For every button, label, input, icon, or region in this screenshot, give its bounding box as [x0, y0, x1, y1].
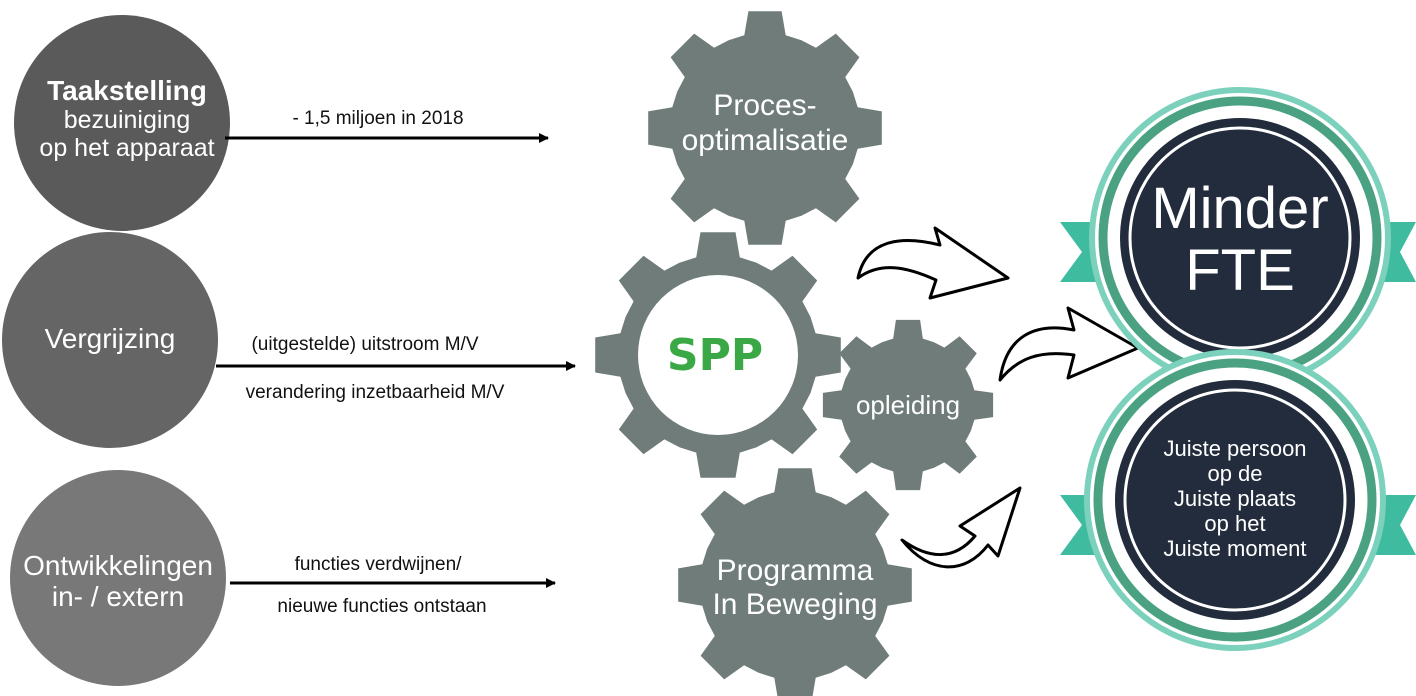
arrow-label-vergrijzing-2: verandering inzetbaarheid M/V	[246, 382, 505, 403]
curved-arrow-bottom	[900, 486, 1022, 569]
input-title-taakstelling: Taakstelling	[47, 75, 207, 106]
input-line-taakstelling-1: bezuiniging	[64, 106, 191, 134]
badge-line-4: op het	[1204, 511, 1265, 536]
arrow-label-ontwikkelingen-1: functies verdwijnen/	[295, 554, 463, 575]
input-line-taakstelling-2: op het apparaat	[39, 134, 214, 162]
gear-center-hole	[638, 275, 798, 435]
curved-arrow-top	[856, 226, 1010, 300]
arrow-taakstelling: - 1,5 miljoen in 2018	[225, 108, 549, 143]
spp-label: SPP	[667, 330, 763, 381]
gear-programma: Programma In Beweging	[678, 468, 912, 696]
input-title-vergrijzing: Vergrijzing	[45, 323, 176, 354]
gear-top-label-1: Proces-	[713, 89, 816, 122]
arrow-vergrijzing: (uitgestelde) uitstroom M/V verandering …	[216, 334, 576, 403]
input-circle-taakstelling	[14, 15, 230, 231]
gear-bottom-shape	[678, 468, 912, 696]
gear-spp: SPP	[595, 232, 841, 478]
gear-small-label: opleiding	[856, 390, 960, 420]
gear-bottom-label-2: In Beweging	[712, 588, 877, 621]
badge-line-3: Juiste plaats	[1174, 486, 1296, 511]
gear-bottom-label-1: Programma	[717, 554, 874, 587]
curved-arrow-middle-shape	[998, 306, 1140, 382]
badge-core-bottom	[1115, 380, 1355, 620]
badge-inner-line-top	[1128, 126, 1352, 350]
badge-line-1: Juiste persoon	[1163, 436, 1306, 461]
badge-line-5: Juiste moment	[1163, 536, 1306, 561]
curved-arrow-middle	[998, 306, 1140, 382]
curved-arrow-top-shape	[856, 226, 1010, 300]
input-line-ontwikkelingen-1: in- / extern	[52, 581, 184, 612]
arrow-ontwikkelingen: functies verdwijnen/ nieuwe functies ont…	[230, 554, 556, 617]
arrow-label-taakstelling: - 1,5 miljoen in 2018	[292, 108, 463, 129]
input-ontwikkelingen: Ontwikkelingen in- / extern	[10, 470, 226, 686]
badge-ring-green-bottom	[1093, 358, 1377, 642]
arrow-label-ontwikkelingen-2: nieuwe functies ontstaan	[277, 596, 486, 617]
arrow-label-vergrijzing-1: (uitgestelde) uitstroom M/V	[251, 334, 478, 355]
gear-small-shape	[822, 319, 994, 491]
input-circle-ontwikkelingen	[10, 470, 226, 686]
gear-procesoptimalisatie: Proces- optimalisatie	[648, 11, 882, 245]
input-title-ontwikkelingen: Ontwikkelingen	[23, 550, 213, 581]
badge-title-1: Minder	[1151, 176, 1328, 241]
badge-line-2: op de	[1207, 461, 1262, 486]
input-vergrijzing: Vergrijzing	[2, 232, 218, 448]
badge-juiste-persoon: Juiste persoon op de Juiste plaats op he…	[1060, 349, 1416, 651]
input-circle-vergrijzing	[2, 232, 218, 448]
gear-opleiding: opleiding	[822, 319, 994, 491]
badge-minder-fte: Minder FTE	[1060, 87, 1416, 389]
gear-top-label-2: optimalisatie	[682, 124, 849, 157]
gear-top-shape	[648, 11, 882, 245]
input-taakstelling: Taakstelling bezuiniging op het apparaat	[14, 15, 230, 231]
badge-title-2: FTE	[1185, 238, 1295, 303]
badge-core-top	[1120, 118, 1360, 358]
curved-arrow-bottom-shape	[900, 486, 1022, 569]
badge-inner-line-bottom	[1123, 388, 1347, 612]
